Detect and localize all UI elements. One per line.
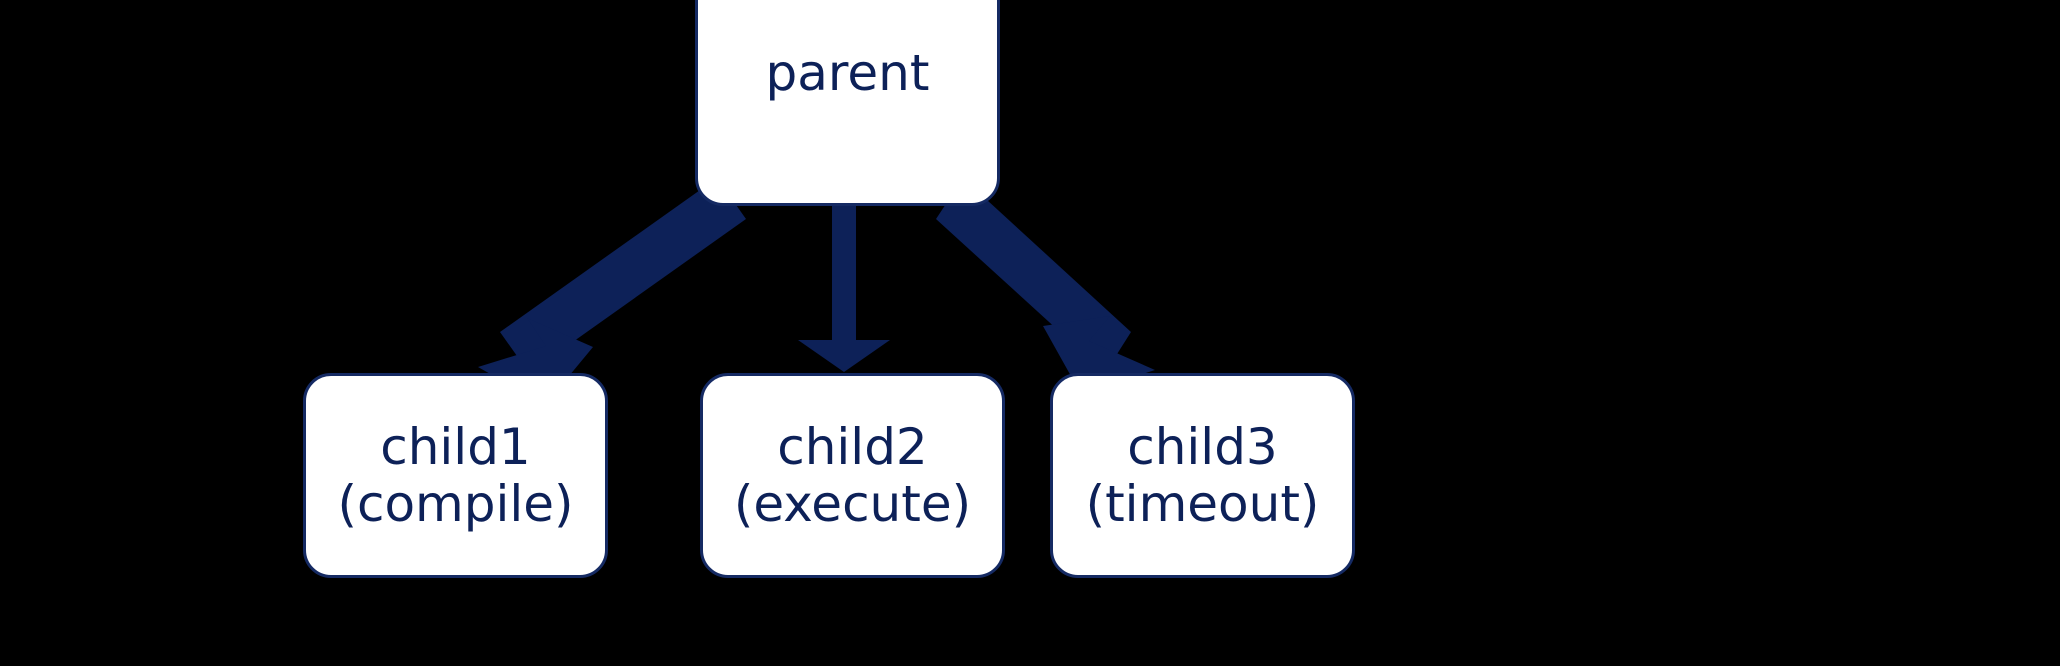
node-child1-sublabel: (compile): [337, 474, 574, 533]
node-child1-label: child1: [380, 417, 531, 476]
node-child3-sublabel: (timeout): [1085, 474, 1320, 533]
node-parent-label: parent: [765, 44, 930, 102]
node-child2-sublabel: (execute): [733, 474, 972, 533]
edge-parent-to-child1: [478, 178, 746, 405]
edge-parent-to-child3: [936, 178, 1155, 394]
node-child2[interactable]: child2 (execute): [700, 373, 1005, 578]
edge-parent-to-child2: [798, 180, 890, 372]
node-child1[interactable]: child1 (compile): [303, 373, 608, 578]
node-child3[interactable]: child3 (timeout): [1050, 373, 1355, 578]
node-parent[interactable]: parent: [695, 0, 1000, 206]
node-child3-label: child3: [1127, 417, 1278, 476]
node-child2-label: child2: [777, 417, 928, 476]
